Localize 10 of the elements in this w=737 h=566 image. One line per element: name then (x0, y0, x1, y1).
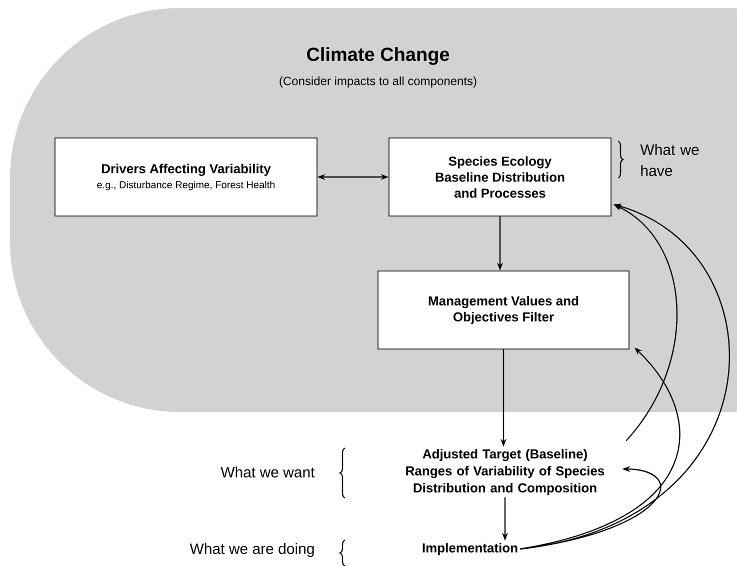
target-text: Adjusted Target (Baseline) Ranges of Variability of Species Distribution and Composition (406, 448, 604, 496)
side-note: What we want (220, 466, 315, 478)
band-subtitle: (Consider impacts to all components) (280, 76, 476, 88)
side-note: What we have (640, 144, 699, 176)
process-box: Management Values and Objectives Filter (378, 270, 630, 350)
side-note: What we are doing (190, 543, 314, 557)
process-box: Drivers Affecting Variability e.g., Disturbance Regime, Forest Health (54, 138, 318, 216)
process-box: Species Ecology Baseline Distribution and Processes (388, 138, 612, 216)
implementation-text: Implementation (422, 542, 518, 556)
band-title: Climate Change (307, 47, 450, 65)
